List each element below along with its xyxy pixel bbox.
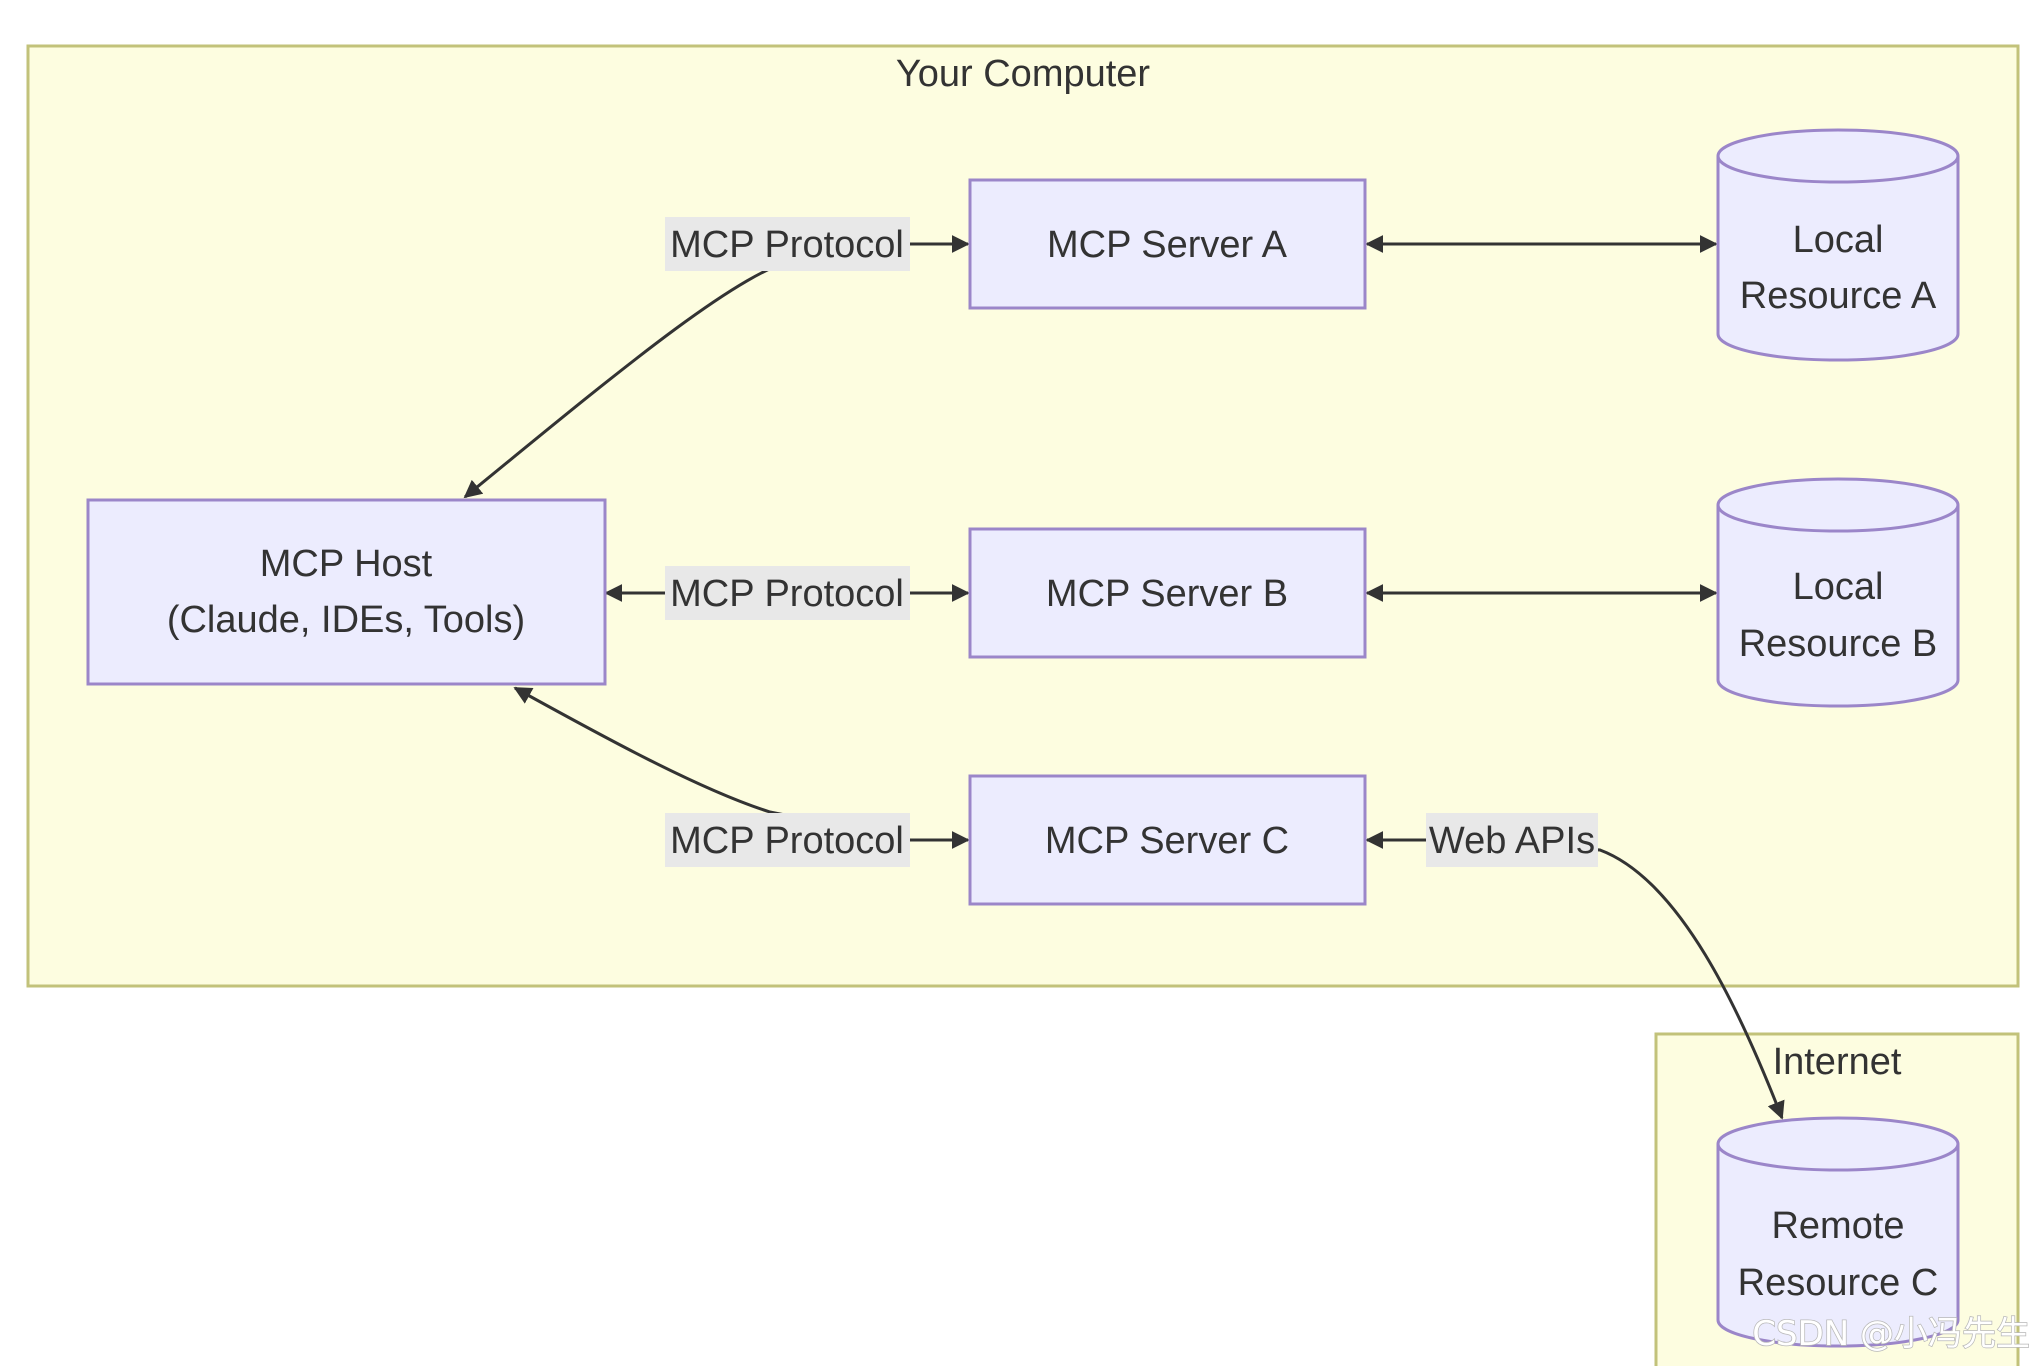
node-local-resource-a: Local Resource A — [1716, 128, 1960, 362]
edge-server-c-resource-c — [1365, 831, 1785, 1120]
node-local-resource-a-line1: Local — [1793, 219, 1884, 261]
edge-label-host-server-c: MCP Protocol — [665, 813, 910, 867]
edge-label-text: MCP Protocol — [670, 224, 904, 266]
edge-label-text: MCP Protocol — [670, 573, 904, 615]
node-mcp-server-c: MCP Server C — [968, 774, 1367, 906]
node-mcp-server-a-label: MCP Server A — [1047, 224, 1288, 266]
node-mcp-host: MCP Host (Claude, IDEs, Tools) — [86, 498, 607, 686]
cluster-internet-title: Internet — [1773, 1041, 1902, 1083]
node-mcp-host-line2: (Claude, IDEs, Tools) — [167, 599, 525, 641]
cluster-your-computer-title: Your Computer — [896, 53, 1151, 95]
node-mcp-server-a: MCP Server A — [968, 178, 1367, 310]
node-remote-resource-c-line1: Remote — [1771, 1205, 1904, 1247]
edge-label-server-c-resource-c: Web APIs — [1426, 813, 1598, 867]
watermark: CSDN @小冯先生 — [1752, 1314, 2030, 1354]
edge-label-text: Web APIs — [1429, 820, 1595, 862]
node-local-resource-a-line2: Resource A — [1740, 275, 1937, 317]
edge-host-server-c — [513, 686, 970, 849]
node-mcp-server-c-label: MCP Server C — [1045, 820, 1289, 862]
edge-label-text: MCP Protocol — [670, 820, 904, 862]
node-local-resource-b-line2: Resource B — [1739, 623, 1938, 665]
node-mcp-server-b-label: MCP Server B — [1046, 573, 1288, 615]
edge-label-host-server-b: MCP Protocol — [665, 566, 910, 620]
node-remote-resource-c: Remote Resource C — [1716, 1116, 1960, 1348]
edge-label-host-server-a: MCP Protocol — [665, 217, 910, 271]
node-local-resource-b-line1: Local — [1793, 566, 1884, 608]
node-remote-resource-c-line2: Resource C — [1738, 1262, 1939, 1304]
node-mcp-host-line1: MCP Host — [260, 543, 433, 585]
node-local-resource-b: Local Resource B — [1716, 477, 1960, 708]
node-mcp-server-b: MCP Server B — [968, 527, 1367, 659]
